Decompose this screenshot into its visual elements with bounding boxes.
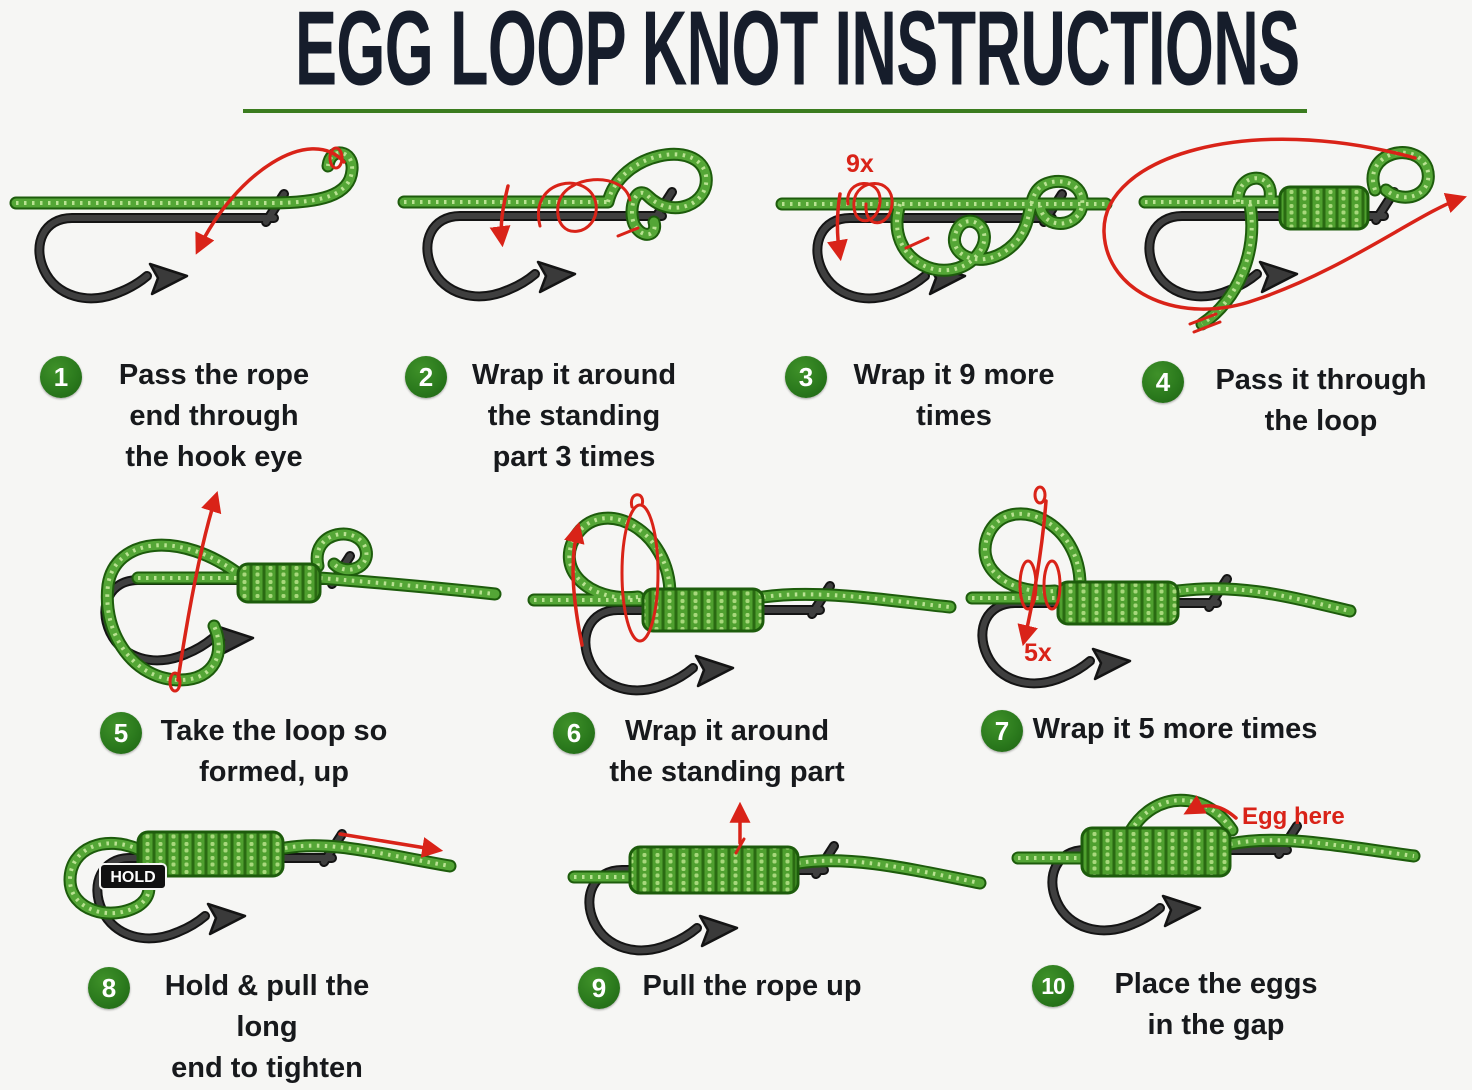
step-6-illustration [527,493,957,705]
step-5-illustration [30,490,502,693]
step-7-text: Wrap it 5 more times [1032,713,1318,745]
step-5-caption: 5 Take the loop so formed, up [100,711,400,793]
step-4-text: Pass it through the loop [1215,364,1427,438]
knot-coils [1080,826,1232,878]
step-8-badge: 8 [88,967,130,1009]
knot-coils [136,830,285,878]
wrap-oval [620,503,660,643]
rope-path [1138,146,1435,331]
wrap-count-label: 5x [1024,639,1052,667]
egg-here-arrow [1183,795,1238,820]
step-9-caption: 9 Pull the rope up [578,966,878,1009]
hold-label-box [99,863,167,890]
step-7-caption: 7 Wrap it 5 more times [981,709,1321,752]
loop-top-marker [629,493,645,509]
rope-path [1011,793,1421,865]
wrap-direction-arrow [564,521,585,647]
rope-path [567,854,987,890]
rope-tip-marker [904,236,930,250]
step-8-text: Hold & pull the long end to tighten [164,970,370,1085]
step-3-caption: 3 Wrap it 9 more times [785,355,1075,437]
step-9-illustration [567,801,987,970]
knot-coils [1056,580,1180,626]
step-3-illustration: 9x [775,150,1113,353]
knot-coils [628,845,800,895]
pass-through-loop-arrow [1102,137,1467,311]
step-8-caption: 8 Hold & pull the long end to tighten [88,966,398,1090]
step-7-badge: 7 [981,710,1023,752]
wrap-count-label: 9x [846,150,874,178]
wrap-direction-arrow [827,192,848,262]
rope-path [775,174,1113,277]
loop-top-marker [1033,485,1047,505]
wrap-spiral [846,182,894,225]
knot-coils [236,562,322,604]
step-3-text: Wrap it 9 more times [853,359,1055,433]
rope-path [9,146,359,210]
step-7-illustration: 5x [965,485,1357,703]
knot-coils [641,587,765,633]
step-9-text: Pull the rope up [642,970,862,1002]
step-4-illustration [1102,137,1467,334]
step-2-text: Wrap it around the standing part 3 times [471,359,677,474]
step-4-caption: 4 Pass it through the loop [1142,360,1452,442]
page-title: EGG LOOP KNOT INSTRUCTIONS [294,0,1300,108]
step-6-badge: 6 [553,712,595,754]
wrap-spiral [536,178,632,233]
step-4-badge: 4 [1142,361,1184,403]
step-3-badge: 3 [785,356,827,398]
step-1-text: Pass the rope end through the hook eye [118,359,310,474]
step-6-caption: 6 Wrap it around the standing part [553,711,853,793]
rope-path [63,836,457,920]
lift-loop-arrow [176,490,222,682]
title-underline [243,109,1307,113]
step-2-badge: 2 [405,356,447,398]
step-5-text: Take the loop so formed, up [160,715,388,789]
step-2-caption: 2 Wrap it around the standing part 3 tim… [405,355,695,479]
egg-here-label: Egg here [1242,803,1345,830]
rope-tip-marker [1188,312,1222,334]
step-1-caption: 1 Pass the rope end through the hook eye [40,355,340,479]
wrap-oval [1042,559,1062,611]
knot-coils [1278,185,1370,231]
step-1-badge: 1 [40,356,82,398]
step-1-illustration [9,146,359,353]
step-8-illustration: HOLD [63,798,457,970]
rope-path [100,527,502,687]
step-5-badge: 5 [100,712,142,754]
step-9-badge: 9 [578,967,620,1009]
pass-through-arrow [195,147,346,255]
step-10-badge: 10 [1032,965,1074,1007]
step-10-caption: 10 Place the eggs in the gap [1032,964,1352,1046]
rope-tip-marker [734,837,746,855]
pull-right-arrow [338,832,444,858]
hold-label: HOLD [110,869,155,886]
fishing-hook-icon [39,194,284,298]
step-10-text: Place the eggs in the gap [1114,968,1318,1042]
step-10-illustration: Egg here [1011,793,1421,968]
loop-bottom-marker [168,671,182,693]
step-6-text: Wrap it around the standing part [609,715,845,789]
wrap-direction-arrow [489,184,511,248]
wrap-direction-arrow [1017,499,1048,647]
step-2-illustration [397,147,713,353]
rope-tip-marker [616,226,640,238]
